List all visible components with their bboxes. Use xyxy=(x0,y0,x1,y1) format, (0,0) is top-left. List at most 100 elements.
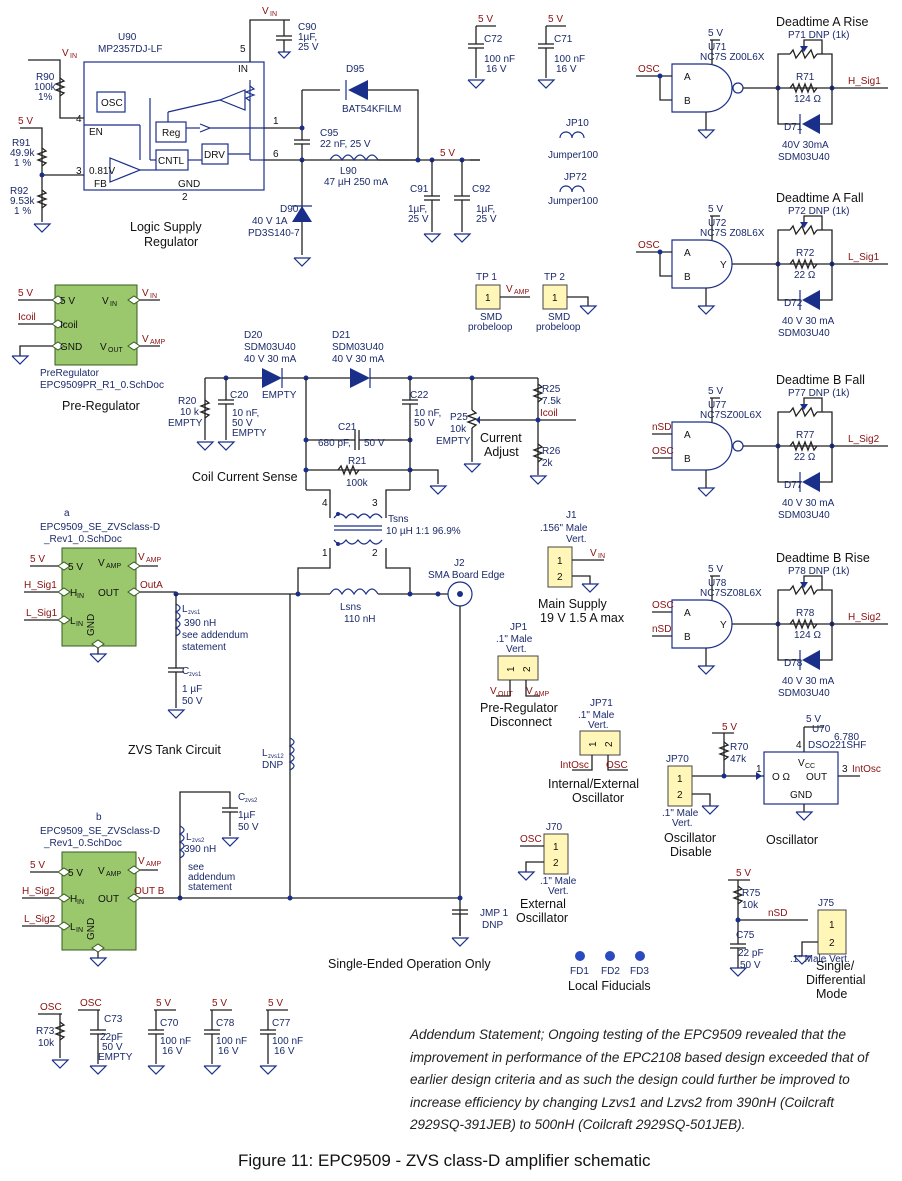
p25-potentiometer[interactable] xyxy=(466,409,478,429)
svg-text:IntOsc: IntOsc xyxy=(560,760,589,771)
deadtime-title: Deadtime B Rise xyxy=(776,551,870,565)
svg-text:2k: 2k xyxy=(542,458,554,469)
gate-pin-y: Y xyxy=(720,620,727,631)
svg-text:4: 4 xyxy=(322,498,328,509)
svg-text:V: V xyxy=(590,548,597,559)
svg-text:5 V: 5 V xyxy=(68,868,83,879)
deadtime-potentiometer[interactable] xyxy=(789,406,818,418)
deadtime-gate-part: NC7SZ08L6X xyxy=(700,588,762,599)
svg-text:10k: 10k xyxy=(38,1038,55,1049)
svg-text:V: V xyxy=(506,284,513,295)
svg-text:50 V: 50 V xyxy=(364,438,385,449)
svg-text:J2: J2 xyxy=(454,558,465,569)
svg-text:AMP: AMP xyxy=(514,289,530,296)
svg-text:2: 2 xyxy=(522,666,533,672)
svg-text:C92: C92 xyxy=(472,184,491,195)
svg-text:JP70: JP70 xyxy=(666,754,689,765)
jp1-connector[interactable] xyxy=(497,655,539,681)
svg-text:Icoil: Icoil xyxy=(540,408,558,419)
logic-gate xyxy=(671,599,733,649)
svg-text:D95: D95 xyxy=(346,64,365,75)
svg-text:1µF,: 1µF, xyxy=(476,204,495,215)
svg-text:L: L xyxy=(70,922,76,933)
svg-text:1: 1 xyxy=(553,842,559,853)
deadtime-resistor-value: 124 Ω xyxy=(794,94,821,105)
d95-diode xyxy=(348,80,368,100)
stage-b-sheet[interactable] xyxy=(61,851,137,951)
svg-text:V: V xyxy=(490,686,497,697)
deadtime-gate-part: NC7S Z08L6X xyxy=(700,228,765,239)
j70-connector[interactable] xyxy=(543,833,569,875)
svg-text:100k: 100k xyxy=(34,82,57,93)
svg-text:L: L xyxy=(70,616,76,627)
r75-resistor xyxy=(732,885,744,905)
deadtime-potentiometer[interactable] xyxy=(789,48,818,60)
deadtime-resistor-value: 124 Ω xyxy=(794,630,821,641)
svg-text:1 %: 1 % xyxy=(14,158,31,169)
j1-connector[interactable] xyxy=(547,546,573,588)
j1-ground-icon xyxy=(581,583,600,593)
svg-text:R21: R21 xyxy=(348,456,367,467)
r21-ground-icon xyxy=(429,485,448,495)
stage-a-sheet[interactable] xyxy=(61,547,137,647)
deadtime-potentiometer[interactable] xyxy=(789,224,818,236)
svg-text:5 V: 5 V xyxy=(722,722,737,733)
svg-text:V: V xyxy=(798,758,805,769)
fd3-fiducial xyxy=(635,951,645,961)
svg-text:5 V: 5 V xyxy=(30,860,45,871)
svg-text:3: 3 xyxy=(372,498,378,509)
svg-text:16 V: 16 V xyxy=(218,1046,239,1057)
r70-resistor xyxy=(718,741,730,761)
deadtime-diode-rating: 40V 30mA xyxy=(782,140,829,151)
jp70-connector[interactable] xyxy=(667,765,693,807)
j75-connector[interactable] xyxy=(817,909,847,955)
deadtime-resistor-ref: R78 xyxy=(796,608,815,619)
deadtime-5v: 5 V xyxy=(708,28,723,39)
svg-text:D20: D20 xyxy=(244,330,263,341)
single-differential-3: Mode xyxy=(816,987,847,1001)
svg-text:AMP: AMP xyxy=(106,563,122,570)
svg-text:5 V: 5 V xyxy=(30,554,45,565)
svg-text:25 V: 25 V xyxy=(298,42,319,53)
svg-text:OUT B: OUT B xyxy=(134,886,165,897)
svg-text:Tsns: Tsns xyxy=(388,514,409,525)
pre-regulator-disconnect-2: Disconnect xyxy=(490,715,552,729)
test-points: TP 1 1 V AMP SMD probeloop TP 2 1 SMD pr… xyxy=(468,272,598,333)
jp71-connector[interactable] xyxy=(579,730,621,756)
deadtime-resistor-value: 22 Ω xyxy=(794,452,816,463)
svg-text:100 nF: 100 nF xyxy=(160,1036,191,1047)
svg-text:CC: CC xyxy=(805,763,815,770)
svg-text:25 V: 25 V xyxy=(408,214,429,225)
coil-current-sense-title: Coil Current Sense xyxy=(192,470,298,484)
pin4-label: 4 xyxy=(76,114,82,125)
svg-text:40 V 30 mA: 40 V 30 mA xyxy=(244,354,297,365)
svg-text:C72: C72 xyxy=(484,34,503,45)
c20-ground-icon xyxy=(217,441,236,451)
deadtime-potentiometer[interactable] xyxy=(789,584,818,596)
tp1-box[interactable] xyxy=(475,284,501,310)
svg-text:.1" Male: .1" Male xyxy=(496,634,533,645)
svg-text:C78: C78 xyxy=(216,1018,235,1029)
svg-text:PreRegulator: PreRegulator xyxy=(40,368,100,379)
r20-resistor xyxy=(199,399,211,419)
svg-text:AMP: AMP xyxy=(106,871,122,878)
svg-text:1: 1 xyxy=(552,293,558,304)
svg-text:EMPTY: EMPTY xyxy=(436,436,471,447)
vref-label: 0.81V xyxy=(89,166,115,177)
logic-supply-title-1: Logic Supply xyxy=(130,220,202,234)
oscillator-disable-2: Disable xyxy=(670,845,712,859)
svg-text:JP71: JP71 xyxy=(590,698,613,709)
pin3-label: 3 xyxy=(76,166,82,177)
gate-pin-a: A xyxy=(684,608,691,619)
svg-text:47k: 47k xyxy=(730,754,747,765)
d20-diode xyxy=(262,368,282,388)
deadtime-output-net: H_Sig2 xyxy=(848,612,881,623)
current-adjust-2: Adjust xyxy=(484,445,519,459)
svg-text:O Ω: O Ω xyxy=(772,772,791,783)
svg-text:5 V: 5 V xyxy=(268,998,283,1009)
svg-text:AMP: AMP xyxy=(150,339,166,346)
gate-pin-y: Y xyxy=(720,260,727,271)
